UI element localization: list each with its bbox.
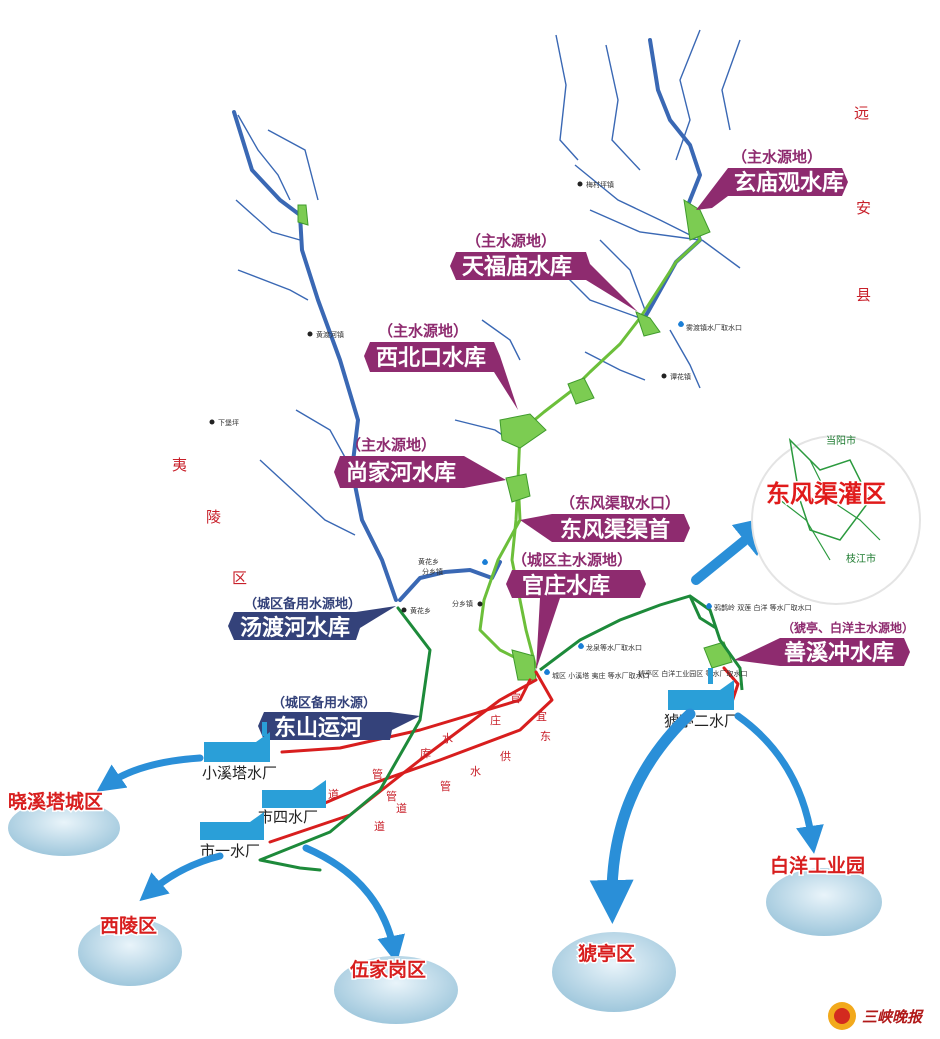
shi-yi-plant: 市一水厂 [200, 812, 264, 860]
xuanmiaoguan-reservoir-label: （主水源地） 玄庙观水库 [696, 148, 848, 210]
svg-text:尚家河水库: 尚家河水库 [346, 460, 456, 486]
xiaoting-district: 猇亭区 [552, 932, 676, 1012]
shanxichong-reservoir-label: （猇亭、白洋主水源地） 善溪冲水库 [734, 620, 914, 666]
xiaoxita-plant: 小溪塔水厂 [202, 722, 277, 782]
shangjiahe-reservoir-label: （主水源地） 尚家河水库 [334, 436, 506, 488]
svg-text:水: 水 [442, 732, 453, 745]
yiling-district-label: 夷 陵 区 [172, 456, 247, 587]
svg-text:雾渡镇水厂取水口: 雾渡镇水厂取水口 [686, 323, 742, 332]
svg-text:（城区备用水源地）: （城区备用水源地） [244, 596, 361, 612]
svg-text:当阳市: 当阳市 [826, 434, 856, 447]
svg-text:三峡晚报: 三峡晚报 [862, 1008, 924, 1026]
svg-text:分乡镇: 分乡镇 [452, 599, 473, 608]
dongfengqu-head-label: （东风渠取水口） 东风渠渠首 [520, 494, 690, 543]
tianfumiao-reservoir-label: （主水源地） 天福庙水库 [450, 232, 638, 312]
svg-text:（猇亭、白洋主水源地）: （猇亭、白洋主水源地） [782, 620, 914, 635]
svg-text:安: 安 [856, 199, 871, 217]
svg-text:东风渠灌区: 东风渠灌区 [766, 480, 886, 508]
shi-si-plant: 市四水厂 [258, 780, 326, 826]
svg-text:宜: 宜 [536, 709, 547, 723]
svg-text:玄庙观水库: 玄庙观水库 [734, 170, 844, 196]
wujiagang-district: 伍家岗区 [334, 956, 458, 1024]
svg-text:东风渠渠首: 东风渠渠首 [560, 517, 670, 543]
svg-text:管: 管 [386, 789, 397, 803]
svg-text:汤渡河水库: 汤渡河水库 [240, 615, 350, 641]
svg-text:下堡坪: 下堡坪 [218, 418, 239, 427]
svg-text:（主水源地）: （主水源地） [732, 148, 822, 166]
svg-text:鸦鹊岭 双莲 白洋 等水厂取水口: 鸦鹊岭 双莲 白洋 等水厂取水口 [714, 603, 812, 612]
guanzhuang-reservoir-label: （城区主水源地） 官庄水库 [506, 551, 646, 670]
reservoir-shapes [297, 199, 733, 681]
svg-text:城区 小溪塔 夷庄 等水厂取水口: 城区 小溪塔 夷庄 等水厂取水口 [552, 671, 650, 680]
svg-text:西北口水库: 西北口水库 [376, 346, 486, 371]
svg-text:西陵区: 西陵区 [100, 914, 157, 937]
svg-text:枝江市: 枝江市 [846, 552, 876, 565]
svg-text:（主水源地）: （主水源地） [346, 436, 436, 454]
svg-text:猇亭区 白洋工业园区 等水厂取水口: 猇亭区 白洋工业园区 等水厂取水口 [638, 669, 747, 678]
svg-text:道: 道 [374, 819, 385, 833]
xiaoxita-district: 晓溪塔城区 [7, 789, 120, 856]
town-markers: 梅村坪镇 黄渡河镇 下堡坪 谭花镇 黄花乡 分乡镇 [209, 180, 691, 615]
pipeline-text-2: 东 供 水 管 道 [396, 730, 551, 815]
svg-text:远: 远 [854, 104, 869, 122]
svg-text:善溪冲水库: 善溪冲水库 [784, 640, 894, 666]
svg-text:市四水厂: 市四水厂 [258, 808, 318, 826]
svg-text:（城区主水源地）: （城区主水源地） [512, 551, 632, 569]
xiling-district: 西陵区 [78, 913, 182, 986]
pipeline-text-3: 宜 管 道 [374, 709, 547, 833]
baiyang-industrial-park: 白洋工业园 [766, 853, 882, 936]
pipeline-text-1: 官 庄 水 库 管 道 [328, 691, 521, 801]
svg-text:官庄水库: 官庄水库 [522, 573, 610, 599]
svg-text:陵: 陵 [206, 508, 221, 526]
svg-text:分乡镇: 分乡镇 [422, 567, 443, 576]
yuanan-county-label: 远 安 县 [854, 104, 871, 304]
svg-text:道: 道 [328, 787, 339, 801]
east-canal [539, 594, 744, 691]
svg-text:龙泉等水厂取水口: 龙泉等水厂取水口 [586, 643, 642, 652]
svg-text:东山运河: 东山运河 [274, 715, 362, 741]
svg-text:库: 库 [420, 747, 431, 760]
svg-text:白洋工业园: 白洋工业园 [770, 854, 865, 877]
svg-text:（城区备用水源）: （城区备用水源） [272, 695, 376, 711]
svg-text:管: 管 [440, 779, 451, 793]
intake-points: 雾渡镇水厂取水口 黄花乡 分乡镇 龙泉等水厂取水口 鸦鹊岭 双莲 白洋 等水厂取… [418, 321, 812, 680]
svg-text:东: 东 [540, 730, 551, 743]
svg-text:伍家岗区: 伍家岗区 [349, 958, 426, 981]
sanxia-evening-logo: 三峡晚报 [828, 1002, 924, 1030]
svg-text:县: 县 [856, 286, 871, 304]
svg-text:官: 官 [510, 691, 521, 705]
svg-text:天福庙水库: 天福庙水库 [462, 254, 572, 280]
svg-text:黄花乡: 黄花乡 [410, 606, 431, 615]
svg-text:梅村坪镇: 梅村坪镇 [586, 180, 614, 189]
svg-text:供: 供 [500, 749, 511, 763]
svg-text:水: 水 [470, 765, 481, 778]
svg-text:猇亭区: 猇亭区 [578, 942, 635, 965]
xibeikou-reservoir-label: （主水源地） 西北口水库 [364, 322, 518, 410]
svg-text:（主水源地）: （主水源地） [466, 232, 556, 250]
dongshan-canal-label: （城区备用水源） 东山运河 [258, 695, 420, 741]
tributaries [235, 29, 741, 536]
svg-text:晓溪塔城区: 晓溪塔城区 [8, 790, 103, 813]
svg-text:黄渡河镇: 黄渡河镇 [316, 330, 344, 339]
svg-text:（主水源地）: （主水源地） [378, 322, 468, 340]
irrigation-area: 当阳市 枝江市 东风渠灌区 [751, 434, 921, 605]
tangduhe-reservoir-label: （城区备用水源地） 汤渡河水库 [228, 596, 396, 641]
pipelines [258, 606, 740, 872]
svg-text:道: 道 [396, 801, 407, 815]
svg-text:夷: 夷 [172, 456, 187, 474]
supply-arrows [96, 515, 824, 964]
svg-text:小溪塔水厂: 小溪塔水厂 [202, 764, 277, 782]
svg-text:区: 区 [232, 569, 247, 587]
svg-text:庄: 庄 [490, 713, 501, 727]
svg-text:管: 管 [372, 767, 383, 781]
svg-text:谭花镇: 谭花镇 [670, 372, 691, 381]
svg-text:黄花乡: 黄花乡 [418, 557, 439, 566]
svg-text:（东风渠取水口）: （东风渠取水口） [560, 494, 680, 512]
